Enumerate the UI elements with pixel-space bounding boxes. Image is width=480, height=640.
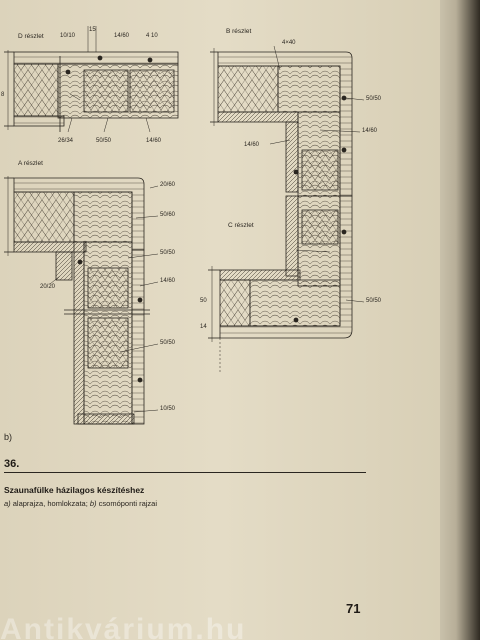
label-dim-50: 50 — [200, 298, 207, 304]
caption-text: a) alaprajza, homlokzata; b) csomóponti … — [4, 499, 157, 508]
label-c-title: C részlet — [228, 222, 254, 229]
label-dim-14: 14 — [200, 324, 207, 330]
label-a-5050-2: 50/50 — [160, 340, 176, 346]
label-d-title: D részlet — [18, 33, 44, 40]
caption-divider — [4, 472, 366, 473]
label-b-5050: 50/50 — [366, 96, 382, 102]
detail-c — [208, 195, 365, 372]
label-dim-8: 8 — [1, 92, 5, 98]
label-a-1050: 10/50 — [160, 406, 176, 412]
caption-title: Szaunafülke házilagos készítéshez — [4, 485, 145, 495]
detail-b — [210, 45, 365, 197]
label-b-title: B részlet — [226, 28, 252, 35]
caption-b-text: csomóponti rajzai — [96, 499, 158, 508]
label-d-1460-bot: 14/60 — [146, 138, 162, 144]
detail-a — [4, 176, 159, 425]
label-d-2634: 26/34 — [58, 138, 74, 144]
label-d-1010: 10/10 — [60, 33, 76, 39]
label-a-2020: 20/20 — [40, 284, 56, 290]
label-c-5050: 50/50 — [366, 298, 382, 304]
label-d-15: 15 — [89, 27, 96, 33]
caption-b-prefix: b) — [89, 499, 97, 508]
label-b-440: 4×40 — [282, 40, 296, 46]
figure-number: 36. — [4, 458, 20, 470]
page-edge — [440, 0, 480, 640]
label-b-1460-r: 14/60 — [362, 128, 378, 134]
label-a-2060: 20/60 — [160, 182, 176, 188]
page-number: 71 — [346, 601, 361, 616]
technical-drawing — [4, 26, 365, 425]
detail-d — [4, 26, 179, 133]
label-a-5060: 50/60 — [160, 212, 176, 218]
book-page: D részlet 10/10 15 14/60 4 10 26/34 50/5… — [0, 0, 440, 640]
watermark: Antikvárium.hu — [0, 616, 247, 640]
label-d-410: 4 10 — [146, 33, 158, 39]
label-a-1460: 14/60 — [160, 278, 176, 284]
caption-a-text: alaprajza, homlokzata; — [10, 499, 90, 508]
label-a-title: A részlet — [18, 160, 43, 167]
label-d-1460-top: 14/60 — [114, 33, 130, 39]
label-b-1460-l: 14/60 — [244, 142, 260, 148]
caption-a-prefix: a) — [4, 499, 11, 508]
label-d-5050: 50/50 — [96, 138, 112, 144]
label-a-5050-1: 50/50 — [160, 250, 176, 256]
figure-sub-label: b) — [4, 432, 13, 442]
